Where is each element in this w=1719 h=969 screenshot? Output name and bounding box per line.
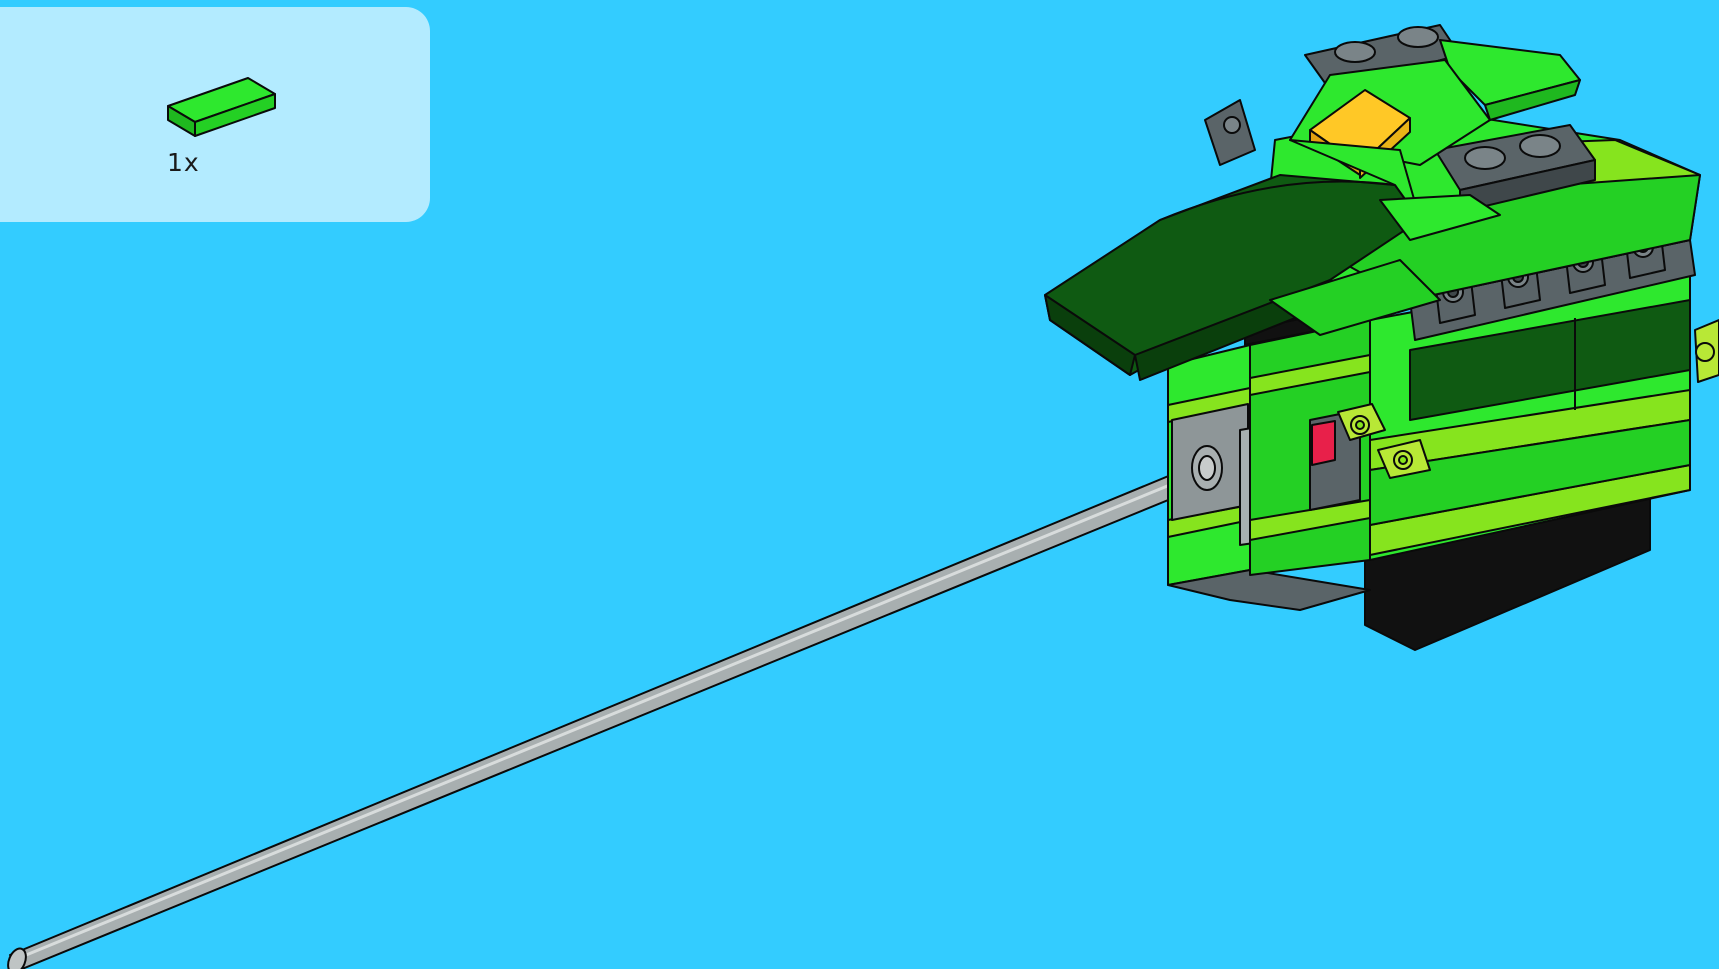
grey-rod — [5, 447, 1231, 969]
